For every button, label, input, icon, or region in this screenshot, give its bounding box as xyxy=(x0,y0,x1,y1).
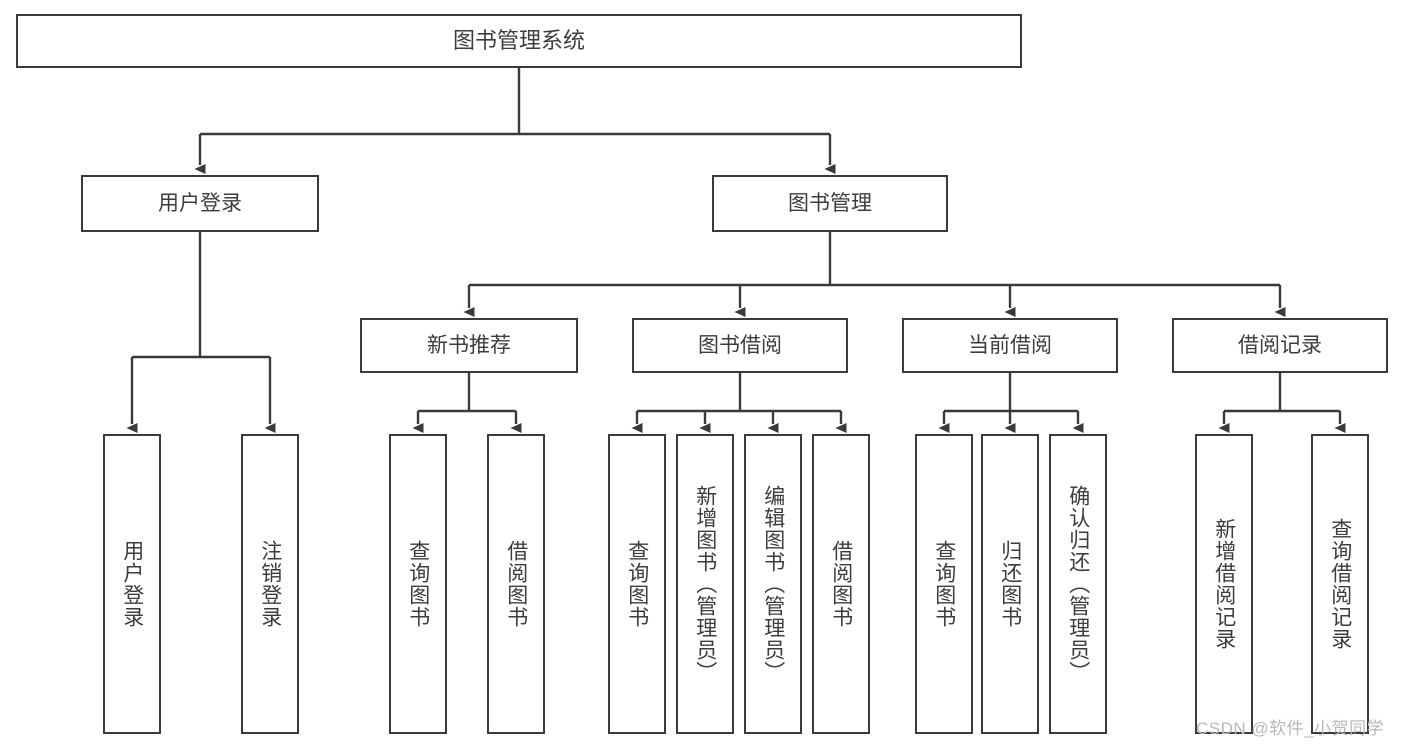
node-leaf12[interactable]: 新增借阅记录 xyxy=(1195,434,1253,734)
node-login[interactable]: 用户登录 xyxy=(81,175,319,232)
node-label: 查询图书 xyxy=(625,540,649,628)
node-label: 新书推荐 xyxy=(427,333,511,357)
node-label: 查询图书 xyxy=(406,540,430,628)
node-leaf5[interactable]: 查询图书 xyxy=(608,434,666,734)
node-label: 查询借阅记录 xyxy=(1328,518,1352,650)
node-label: 归还图书 xyxy=(998,540,1022,628)
node-label: 确认归还（管理员） xyxy=(1066,485,1090,683)
node-bookmgmt[interactable]: 图书管理 xyxy=(712,175,948,232)
node-current[interactable]: 当前借阅 xyxy=(902,318,1118,373)
node-root[interactable]: 图书管理系统 xyxy=(16,14,1022,68)
node-leaf3[interactable]: 查询图书 xyxy=(389,434,447,734)
node-label: 新增图书（管理员） xyxy=(693,485,717,683)
node-leaf1[interactable]: 用户登录 xyxy=(103,434,161,734)
node-borrow[interactable]: 图书借阅 xyxy=(632,318,848,373)
node-label: 图书管理 xyxy=(788,191,872,215)
node-label: 新增借阅记录 xyxy=(1212,518,1236,650)
node-label: 用户登录 xyxy=(120,540,144,628)
node-label: 查询图书 xyxy=(932,540,956,628)
node-label: 图书借阅 xyxy=(698,333,782,357)
node-leaf4[interactable]: 借阅图书 xyxy=(487,434,545,734)
node-label: 注销登录 xyxy=(258,540,282,628)
node-leaf9[interactable]: 查询图书 xyxy=(915,434,973,734)
node-leaf6[interactable]: 新增图书（管理员） xyxy=(676,434,734,734)
node-label: 编辑图书（管理员） xyxy=(761,485,785,683)
node-leaf10[interactable]: 归还图书 xyxy=(981,434,1039,734)
node-leaf13[interactable]: 查询借阅记录 xyxy=(1311,434,1369,734)
node-leaf2[interactable]: 注销登录 xyxy=(241,434,299,734)
node-label: 图书管理系统 xyxy=(452,27,585,53)
node-records[interactable]: 借阅记录 xyxy=(1172,318,1388,373)
node-leaf11[interactable]: 确认归还（管理员） xyxy=(1049,434,1107,734)
node-label: 借阅图书 xyxy=(829,540,853,628)
node-newbook[interactable]: 新书推荐 xyxy=(360,318,578,373)
node-label: 借阅记录 xyxy=(1238,333,1322,357)
node-label: 用户登录 xyxy=(158,191,242,215)
node-label: 当前借阅 xyxy=(968,333,1052,357)
node-leaf8[interactable]: 借阅图书 xyxy=(812,434,870,734)
node-label: 借阅图书 xyxy=(504,540,528,628)
node-leaf7[interactable]: 编辑图书（管理员） xyxy=(744,434,802,734)
